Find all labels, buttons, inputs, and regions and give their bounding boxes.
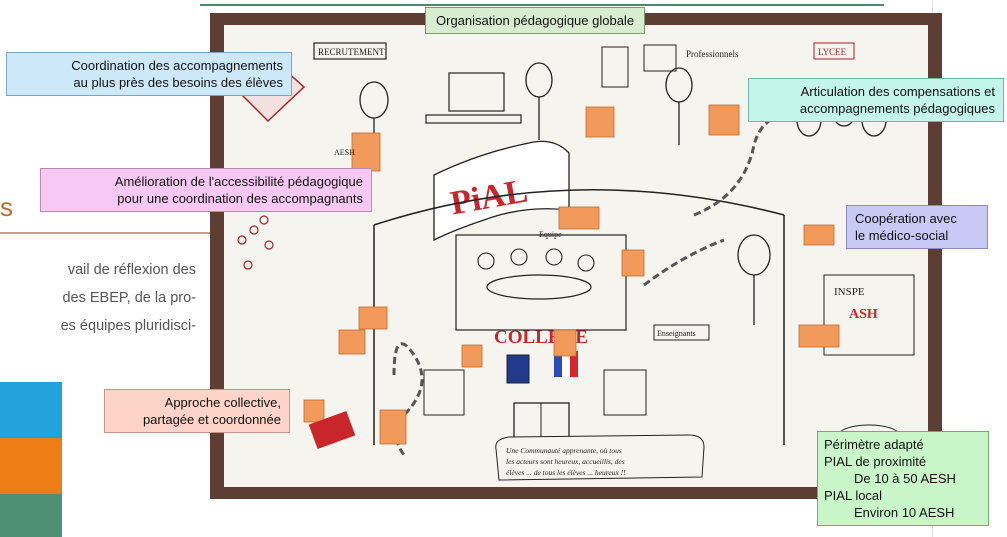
- heading-underline: [0, 232, 210, 234]
- color-block-green: [0, 494, 62, 537]
- callout-line: au plus près des besoins des élèves: [73, 75, 283, 90]
- callout-line: Environ 10 AESH: [854, 505, 955, 520]
- callout-line: Articulation des compensations et: [800, 84, 995, 99]
- callout-approche: Approche collective, partagée et coordon…: [104, 389, 290, 433]
- callout-line: le médico-social: [855, 228, 949, 243]
- callout-cooperation: Coopération avec le médico-social: [846, 205, 988, 249]
- callout-line: Approche collective,: [164, 395, 281, 410]
- callout-coordination: Coordination des accompagnements au plus…: [6, 52, 292, 96]
- recrutement-label: RECRUTEMENT: [318, 47, 385, 57]
- callout-line: De 10 à 50 AESH: [854, 471, 956, 486]
- body-text-line: vail de réflexion des: [67, 262, 196, 278]
- top-divider: [200, 4, 884, 6]
- section-heading-fragment: s: [0, 192, 13, 222]
- lycee-label: LYCEE: [818, 47, 847, 57]
- callout-amelioration: Amélioration de l'accessibilité pédagogi…: [40, 168, 372, 212]
- callout-line: partagée et coordonnée: [142, 412, 281, 427]
- enseignants-label: Enseignants: [657, 329, 696, 338]
- callout-line: PIAL de proximité: [824, 454, 927, 469]
- body-text-line: es équipes pluridisci-: [60, 318, 196, 334]
- body-text-line: des EBEP, de la pro-: [62, 290, 196, 306]
- aesh-sketch-label: AESH: [334, 148, 355, 157]
- ash-label: ASH: [849, 307, 878, 322]
- callout-line: pour une coordination des accompagnants: [117, 191, 363, 206]
- color-block-orange: [0, 438, 62, 494]
- callout-line: Périmètre adapté: [824, 437, 924, 452]
- callout-line: PIAL local: [824, 488, 883, 503]
- callout-line: Amélioration de l'accessibilité pédagogi…: [114, 174, 363, 189]
- color-block-blue: [0, 382, 62, 438]
- callout-line: Coopération avec: [855, 211, 957, 226]
- professionnels-label: Professionnels: [686, 49, 739, 59]
- inspe-label: INSPE: [834, 286, 865, 298]
- callout-articulation: Articulation des compensations et accomp…: [748, 78, 1004, 122]
- callout-organisation: Organisation pédagogique globale: [425, 7, 646, 34]
- caption-line-2: les acteurs sont heureux, accueillis, de…: [506, 457, 625, 466]
- callout-line: accompagnements pédagogiques: [799, 101, 995, 116]
- equipe-label: Equipe: [539, 230, 562, 239]
- caption-line-3: élèves ... de tous les élèves ... heureu…: [506, 468, 626, 477]
- callout-perimetre: Périmètre adapté PIAL de proximité De 10…: [817, 431, 989, 526]
- callout-line: Coordination des accompagnements: [71, 58, 283, 73]
- caption-line-1: Une Communauté apprenante, où tous: [506, 446, 622, 455]
